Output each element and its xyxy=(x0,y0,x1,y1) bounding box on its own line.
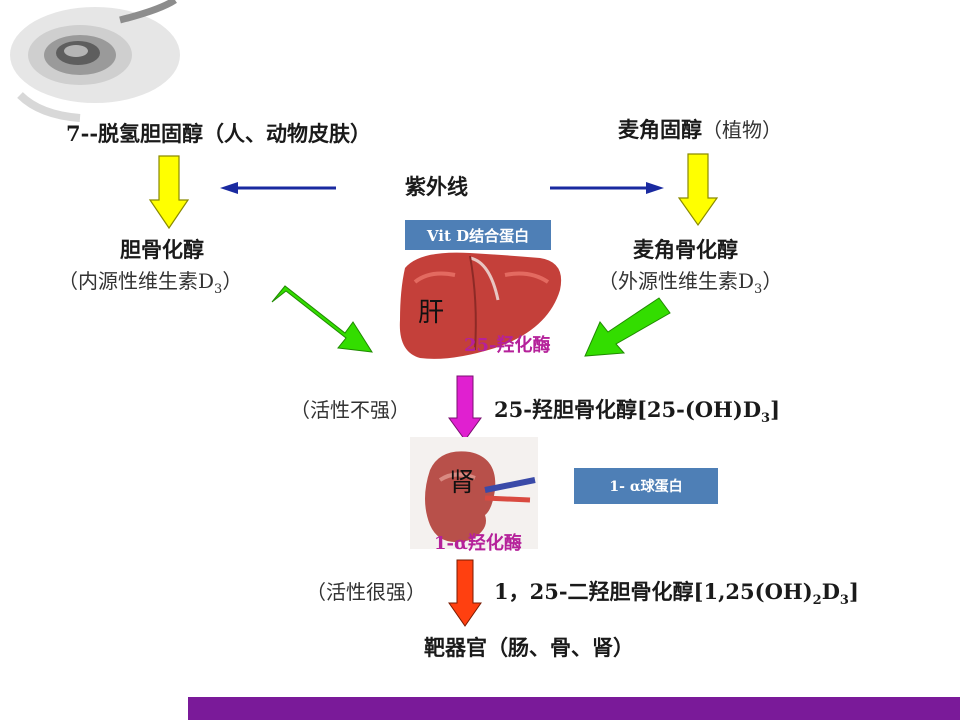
liver-label: 肝 xyxy=(418,298,445,328)
liver-enzyme: 25-羟化酶 xyxy=(464,335,551,356)
stethoscope-image xyxy=(10,0,180,122)
left-source: 7--脱氢胆固醇（人、动物皮肤） xyxy=(66,118,371,148)
liver-image xyxy=(398,246,568,368)
step2-activity: （活性很强） xyxy=(306,580,426,604)
right-product-title: 麦角骨化醇 xyxy=(633,237,738,262)
target-organs: 靶器官（肠、骨、肾） xyxy=(424,635,634,660)
uv-arrow-left xyxy=(220,182,336,194)
yellow-arrow-left xyxy=(148,155,190,230)
kidney-image xyxy=(410,437,538,549)
green-arrow-right xyxy=(584,297,671,357)
yellow-arrow-right xyxy=(677,153,719,227)
left-source-paren: （人、动物皮肤） xyxy=(203,121,372,146)
left-source-main: 7--脱氢胆固醇 xyxy=(66,121,204,146)
bottom-accent-bar xyxy=(188,697,960,720)
left-product-paren: （内源性维生素D3） xyxy=(58,269,243,297)
left-product-title: 胆骨化醇 xyxy=(120,237,204,262)
red-arrow xyxy=(448,559,482,627)
step2-product: 1，25-二羟胆骨化醇[1,25(OH)2D3] xyxy=(494,579,859,609)
uv-arrow-right xyxy=(550,182,664,194)
kidney-enzyme: 1-α羟化酶 xyxy=(434,533,522,554)
uv-label: 紫外线 xyxy=(405,174,468,199)
alpha-globulin-badge: 1- α球蛋白 xyxy=(574,468,718,504)
right-source-paren: （植物） xyxy=(702,118,782,142)
step1-product: 25-羟胆骨化醇[25-(OH)D3] xyxy=(494,397,781,427)
step1-activity: （活性不强） xyxy=(290,398,410,422)
magenta-arrow xyxy=(448,375,482,441)
kidney-label: 肾 xyxy=(449,468,476,498)
right-product-paren: （外源性维生素D3） xyxy=(598,269,783,297)
right-source-main: 麦角固醇 xyxy=(618,117,702,142)
green-arrow-left xyxy=(271,285,373,353)
right-source: 麦角固醇（植物） xyxy=(618,114,782,144)
vitd-binding-protein-badge: Vit D结合蛋白 xyxy=(405,220,551,250)
